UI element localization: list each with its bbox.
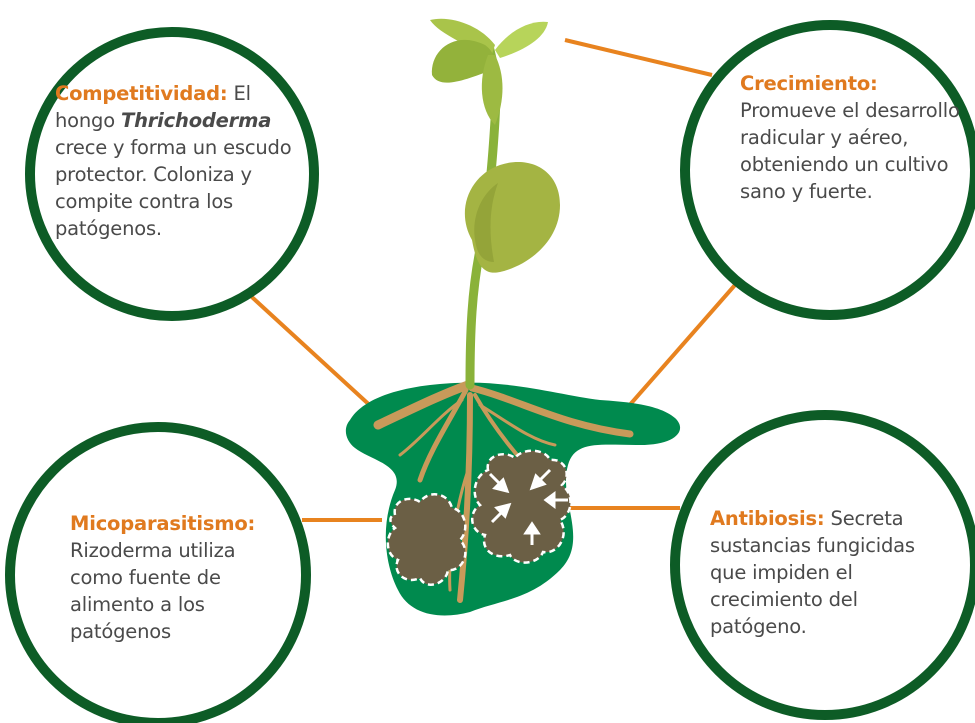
crecimiento-body: Promueve el desarrollo radicular y aéreo… bbox=[740, 99, 960, 203]
antibiosis-text: Antibiosis: Secreta sustancias fungicida… bbox=[710, 505, 950, 640]
competitividad-body-b: crece y forma un escudo protector. Colon… bbox=[55, 136, 291, 240]
top-leaf-right bbox=[495, 22, 548, 58]
competitividad-heading: Competitividad: bbox=[55, 82, 228, 105]
crecimiento-text: Crecimiento: Promueve el desarrollo radi… bbox=[740, 70, 965, 205]
micoparasitismo-heading: Micoparasitismo: bbox=[70, 512, 255, 535]
micoparasitismo-body: Rizoderma utiliza como fuente de aliment… bbox=[70, 539, 235, 643]
competitividad-species: Thrichoderma bbox=[121, 109, 271, 132]
connector-crecimiento bbox=[565, 40, 712, 75]
antibiosis-heading: Antibiosis: bbox=[710, 507, 825, 530]
micoparasitismo-text: Micoparasitismo: Rizoderma utiliza como … bbox=[70, 510, 285, 645]
connector-competitividad bbox=[242, 288, 375, 410]
competitividad-text: Competitividad: El hongo Thrichoderma cr… bbox=[55, 80, 295, 242]
pathogen-cluster-right bbox=[472, 451, 570, 563]
crecimiento-heading: Crecimiento: bbox=[740, 72, 878, 95]
